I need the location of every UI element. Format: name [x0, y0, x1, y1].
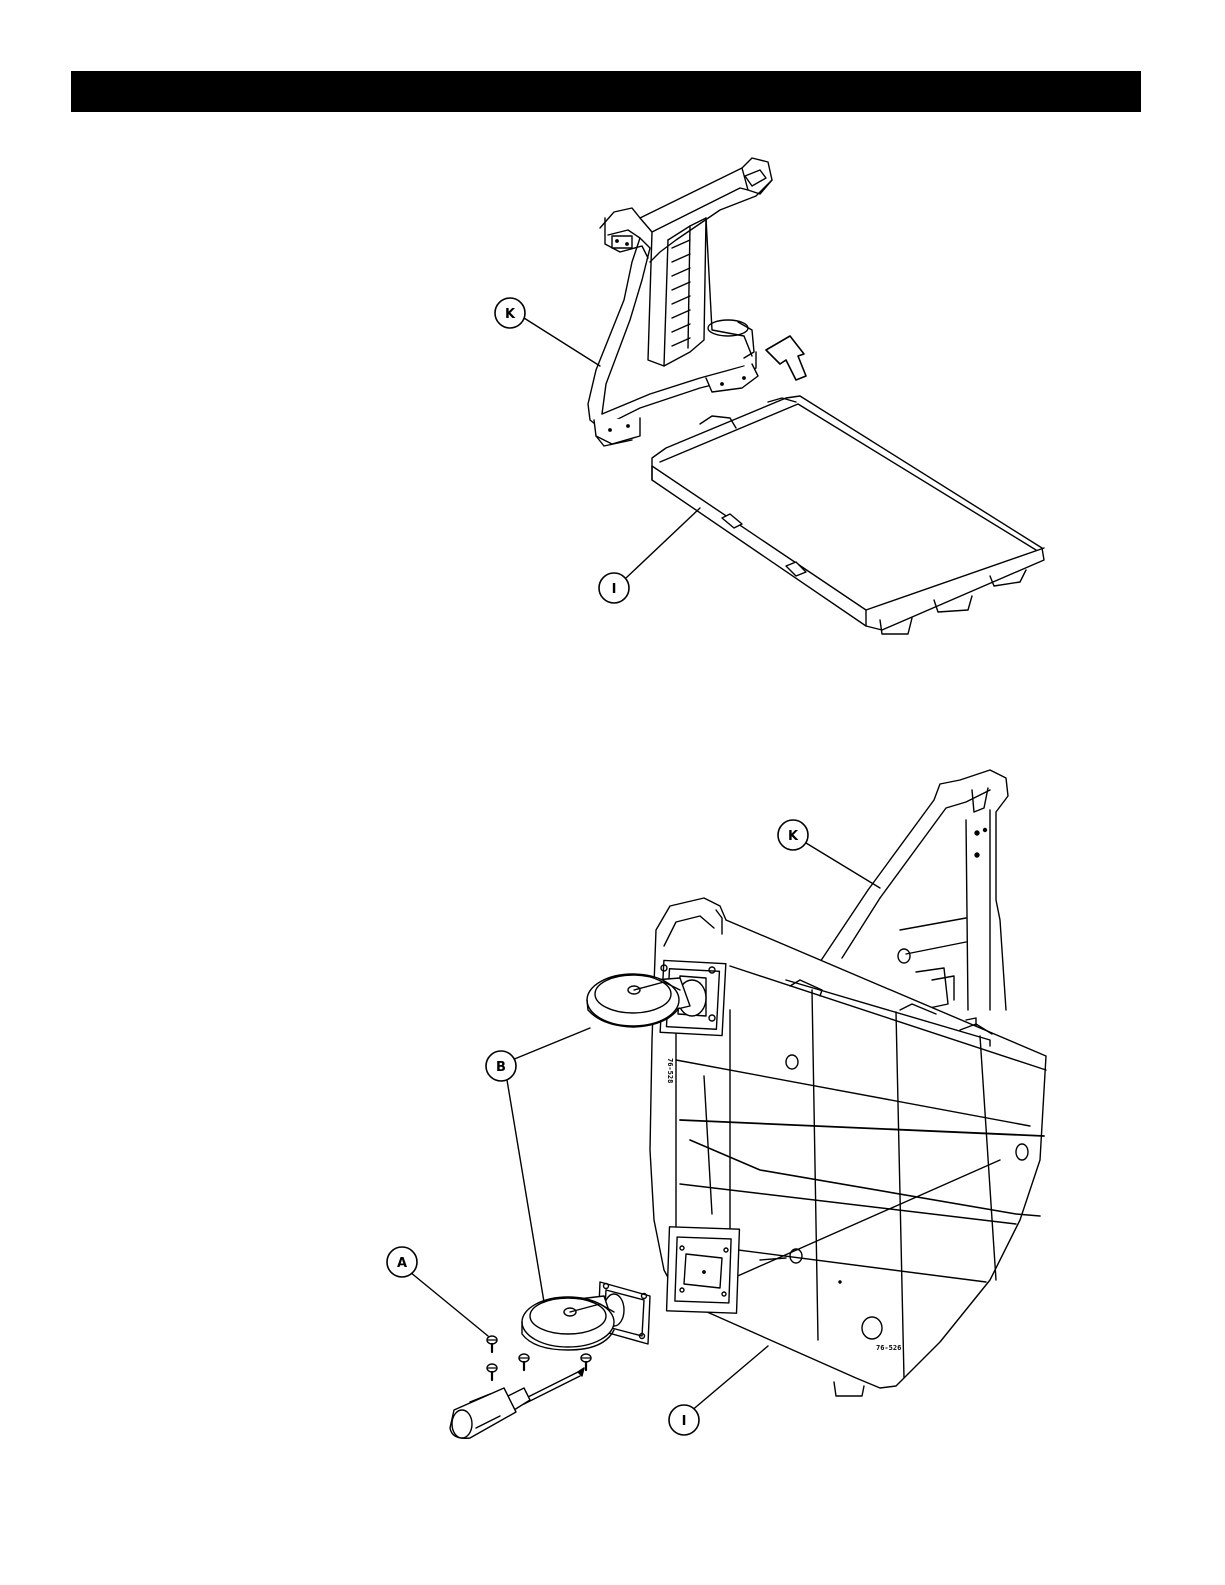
- callout-k-bottom-label: K: [788, 829, 799, 844]
- callout-i-bottom-label: I: [682, 1414, 687, 1429]
- leader-b-upper: [512, 1028, 590, 1060]
- bottom-assembly-figure: 76-528 76-526 K B A I: [0, 760, 1225, 1460]
- leader-b-lower: [507, 1080, 544, 1302]
- leader-i-bottom: [690, 1346, 768, 1412]
- part-stamp-right: 76-526: [876, 1344, 901, 1352]
- header-bar: [71, 71, 1141, 112]
- frame-top: [588, 158, 772, 446]
- screw-icon: [487, 1364, 497, 1380]
- caster-wheel-lower: [522, 1282, 650, 1350]
- push-arrow-icon: [766, 336, 806, 380]
- leader-i-top: [626, 508, 700, 578]
- callout-a-label: A: [397, 1256, 407, 1271]
- leader-k-top: [524, 318, 600, 366]
- screw-icon: [581, 1354, 591, 1370]
- callout-k-top-label: K: [505, 307, 516, 322]
- screwdriver-icon: [450, 1368, 584, 1438]
- leader-a: [410, 1272, 488, 1336]
- top-assembly-figure: K I: [0, 140, 1225, 660]
- callout-b: B: [486, 1051, 516, 1081]
- part-stamp-left: 76-528: [666, 1058, 674, 1083]
- callout-i-top: I: [599, 573, 629, 603]
- leader-k-bottom: [806, 843, 880, 888]
- callout-a: A: [387, 1247, 417, 1277]
- tray-top: [652, 396, 1044, 634]
- screw-icon: [487, 1336, 497, 1352]
- callout-i-bottom: I: [669, 1405, 699, 1435]
- callout-k-top: K: [495, 298, 525, 328]
- callout-i-top-label: I: [612, 582, 617, 597]
- callout-k-bottom: K: [778, 820, 808, 850]
- callout-b-label: B: [496, 1060, 506, 1075]
- screw-icon: [519, 1354, 529, 1370]
